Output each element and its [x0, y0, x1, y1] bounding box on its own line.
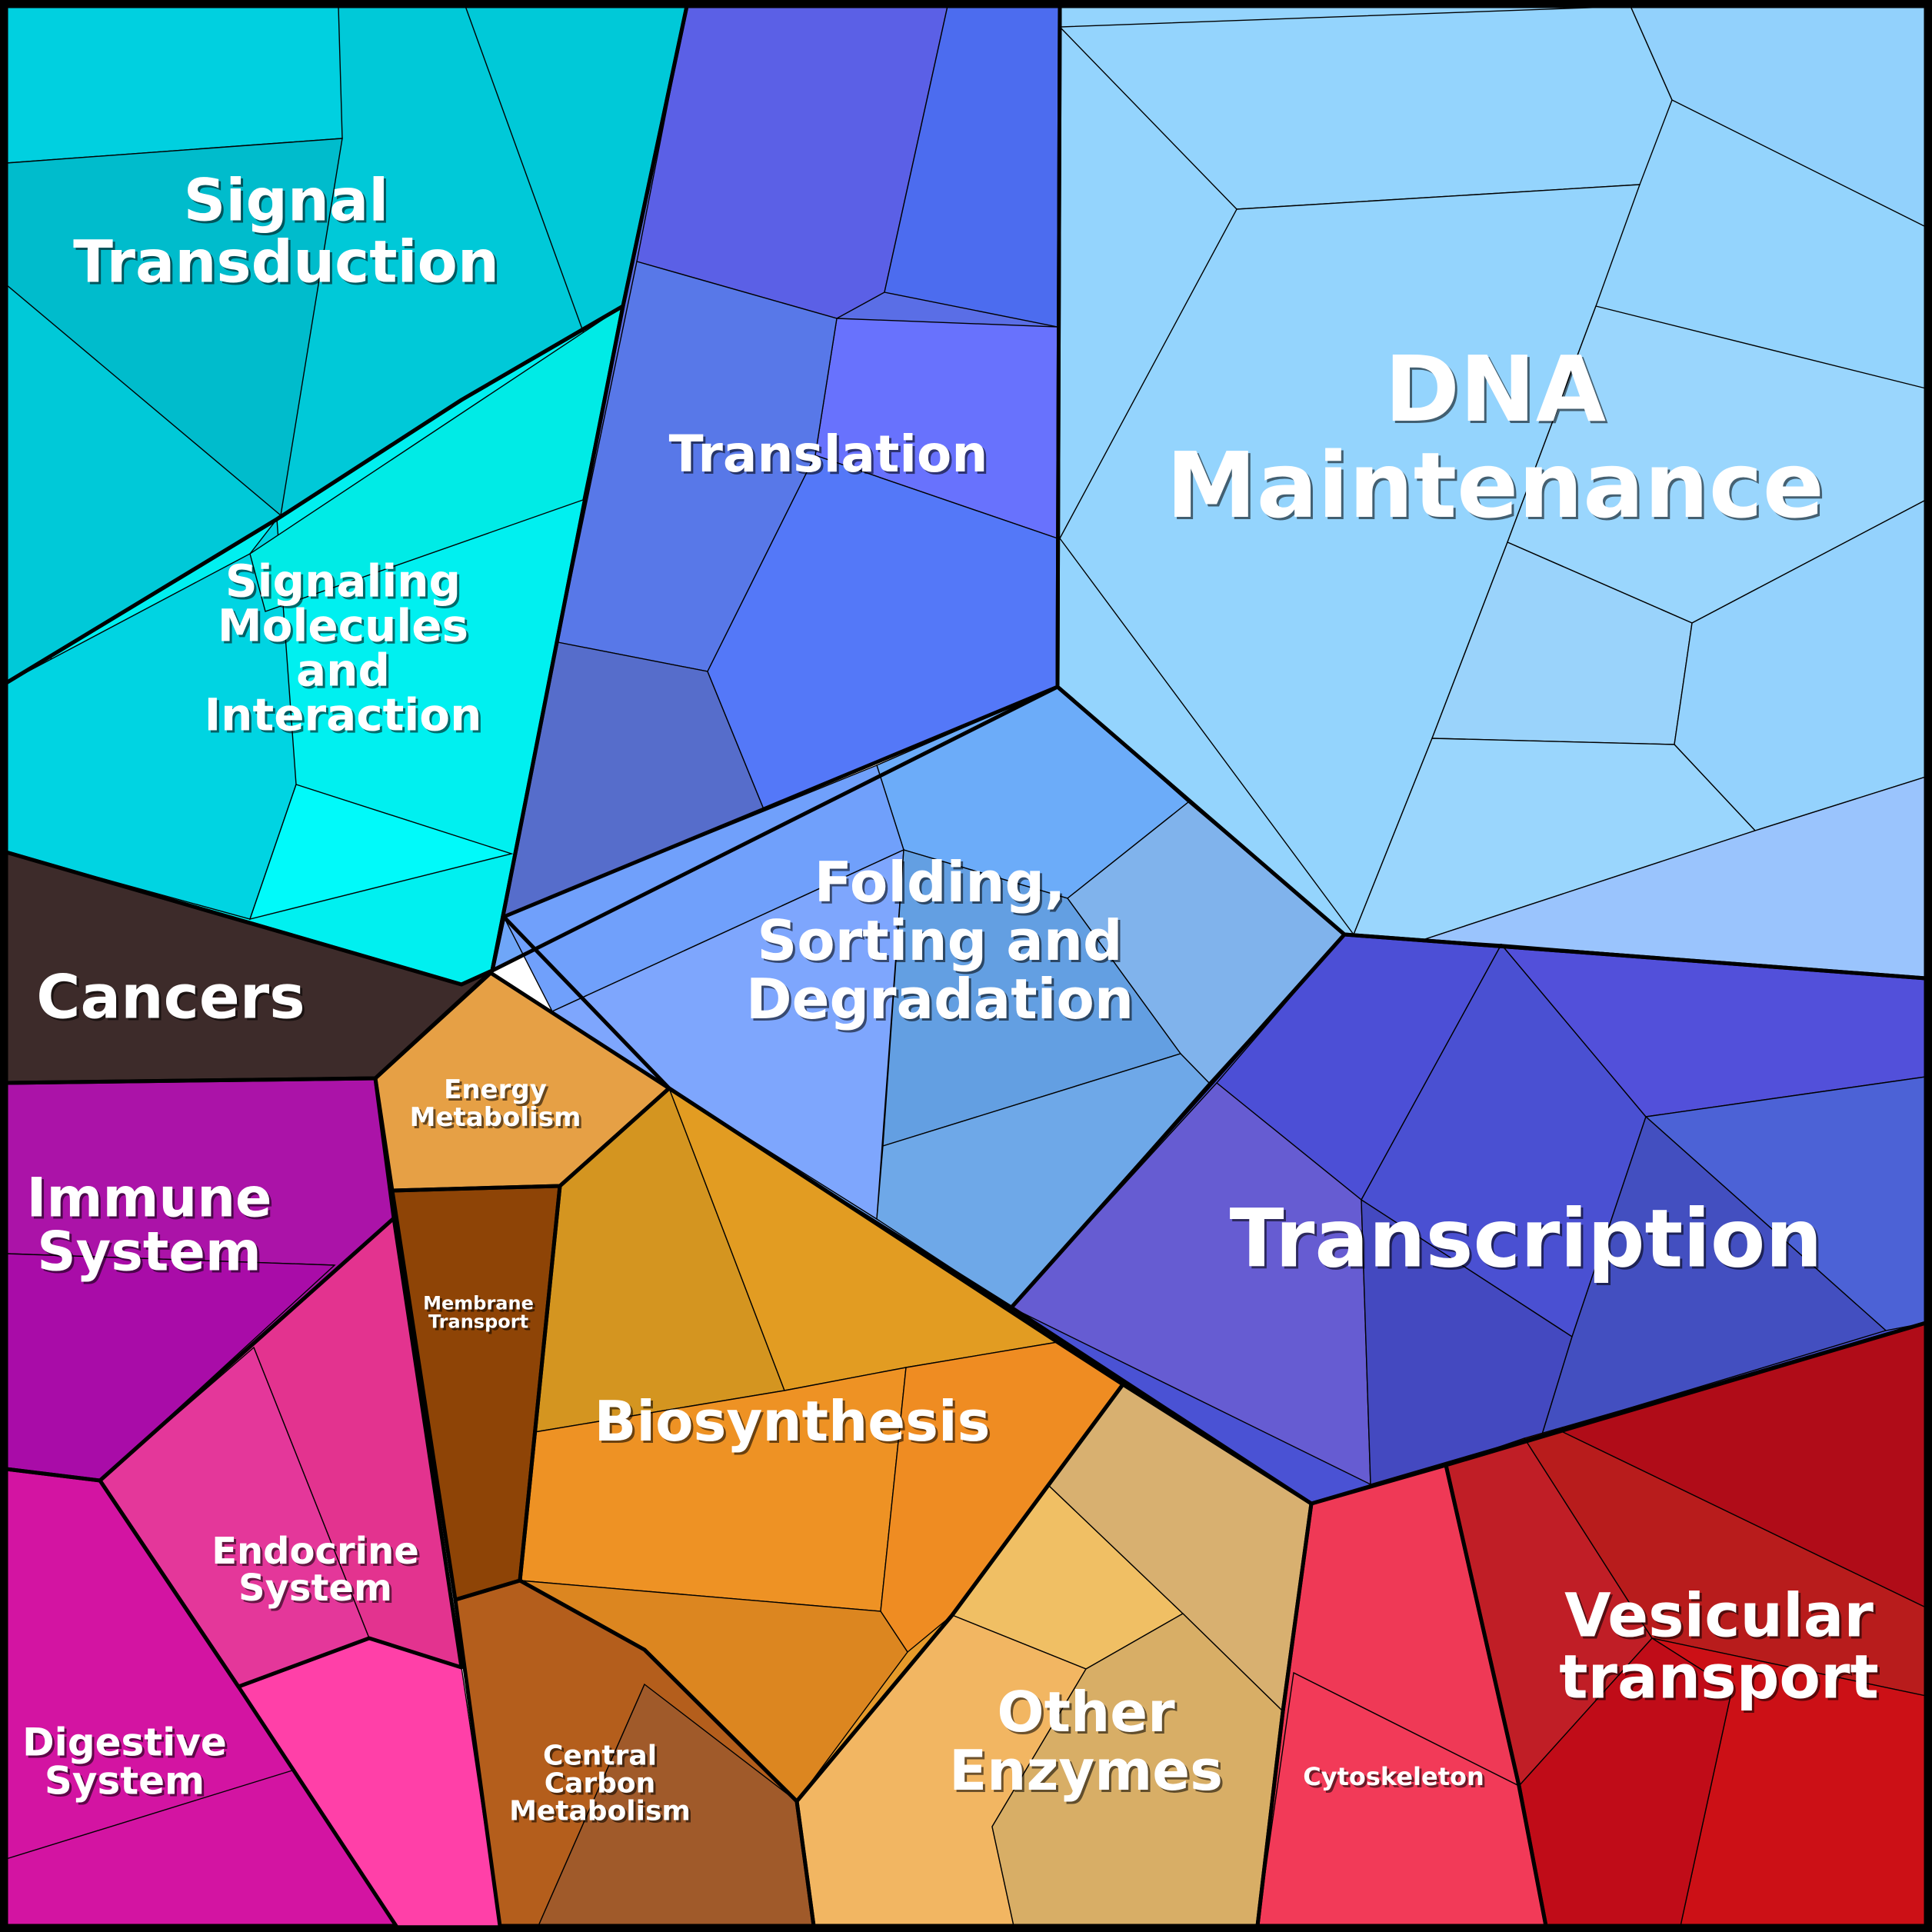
label-shadow-membrane-transport-0: Membrane: [425, 1294, 536, 1316]
label-line-dna-maintenance-0: DNA: [1384, 336, 1606, 442]
label-line-immune-1: System: [37, 1221, 261, 1284]
label-shadow-digestive-0: Digestive: [25, 1723, 229, 1767]
label-shadow-vesicular-1: transport: [1561, 1645, 1881, 1714]
label-shadow-folding-0: Folding,: [817, 852, 1068, 917]
label-line-digestive-1: System: [45, 1759, 205, 1804]
subcell-signal-transduction-0: [5, 5, 343, 164]
label-central-carbon: CentralCentralCarbonCarbonMetabolismMeta…: [509, 1740, 693, 1830]
label-line-vesicular-0: Vesicular: [1564, 1581, 1874, 1651]
label-shadow-translation-0: Translation: [671, 427, 991, 486]
label-line-signaling-molecules-3: Interaction: [205, 688, 482, 741]
label-shadow-membrane-transport-1: Transport: [431, 1313, 531, 1334]
border-endocrine: [98, 1216, 464, 1689]
label-line-central-carbon-2: Metabolism: [509, 1796, 691, 1827]
label-signaling-molecules: SignalingSignalingMoleculesMoleculesanda…: [205, 555, 485, 743]
label-line-folding-2: Degradation: [746, 967, 1134, 1031]
label-shadow-signaling-molecules-2: and: [298, 646, 392, 698]
subcell-divider-digestive-0: [5, 1770, 293, 1860]
cell-membrane-transport: [392, 1186, 560, 1600]
label-line-endocrine-0: Endocrine: [212, 1530, 419, 1573]
label-shadow-folding-1: Sorting and: [759, 911, 1124, 975]
label-line-energy-1: Metabolism: [410, 1102, 581, 1133]
label-line-signal-transduction-0: Signal: [184, 166, 389, 235]
label-shadow-signaling-molecules-3: Interaction: [207, 691, 485, 743]
label-line-folding-0: Folding,: [814, 850, 1066, 914]
cell-energy: [375, 973, 669, 1191]
label-shadow-digestive-1: System: [47, 1761, 207, 1806]
label-shadow-other-enzymes-0: Other: [999, 1682, 1178, 1747]
cell-digestive: [6, 1469, 396, 1926]
label-line-membrane-transport-1: Transport: [428, 1311, 528, 1332]
subcell-signaling-molecules-2: [248, 784, 514, 920]
label-shadow-cytoskeleton-0: Cytoskeleton: [1305, 1764, 1487, 1794]
label-shadow-cancers-0: Cancers: [38, 965, 307, 1034]
label-shadow-central-carbon-2: Metabolism: [511, 1798, 693, 1830]
label-line-membrane-transport-0: Membrane: [423, 1292, 534, 1314]
subcell-divider-signal-transduction-2: [465, 5, 589, 347]
label-shadow-signaling-molecules-1: Molecules: [220, 601, 471, 654]
subcell-dna-maintenance-0: [1058, 5, 1673, 210]
label-shadow-signal-transduction-0: Signal: [186, 168, 391, 237]
label-shadow-vesicular-0: Vesicular: [1567, 1584, 1876, 1653]
label-line-transcription-0: Transcription: [1230, 1191, 1823, 1285]
label-shadow-immune-1: System: [39, 1223, 264, 1286]
label-line-cytoskeleton-0: Cytoskeleton: [1303, 1762, 1484, 1791]
label-line-immune-0: Immune: [26, 1167, 271, 1230]
label-shadow-central-carbon-0: Central: [545, 1743, 659, 1774]
label-line-energy-0: Energy: [444, 1074, 547, 1105]
label-shadow-immune-0: Immune: [28, 1169, 274, 1232]
label-line-other-enzymes-1: Enzymes: [949, 1738, 1223, 1803]
label-line-vesicular-1: transport: [1559, 1643, 1879, 1712]
label-line-endocrine-1: System: [238, 1567, 392, 1610]
label-line-other-enzymes-0: Other: [997, 1680, 1175, 1744]
label-shadow-signaling-molecules-0: Signaling: [228, 557, 463, 609]
label-line-signaling-molecules-1: Molecules: [218, 599, 468, 651]
cell-cancers: [6, 852, 492, 1083]
label-shadow-dna-maintenance-0: DNA: [1387, 338, 1608, 445]
label-line-biosynthesis-0: Biosynthesis: [595, 1389, 991, 1454]
label-line-folding-1: Sorting and: [757, 908, 1122, 973]
label-line-signaling-molecules-2: and: [296, 644, 390, 696]
label-shadow-biosynthesis-0: Biosynthesis: [597, 1391, 993, 1456]
label-line-central-carbon-0: Central: [543, 1740, 657, 1772]
label-line-cancers-0: Cancers: [36, 963, 305, 1032]
label-shadow-central-carbon-1: Carbon: [547, 1770, 658, 1802]
label-shadow-dna-maintenance-1: Maintenance: [1168, 435, 1827, 541]
label-shadow-endocrine-1: System: [241, 1569, 395, 1612]
label-shadow-other-enzymes-1: Enzymes: [951, 1740, 1225, 1805]
label-shadow-signal-transduction-1: Transduction: [75, 230, 501, 298]
label-line-central-carbon-1: Carbon: [545, 1768, 656, 1800]
label-line-signal-transduction-1: Transduction: [73, 228, 499, 296]
label-line-translation-0: Translation: [669, 425, 988, 484]
label-shadow-endocrine-0: Endocrine: [214, 1532, 421, 1575]
label-line-dna-maintenance-1: Maintenance: [1166, 432, 1824, 538]
label-shadow-folding-2: Degradation: [748, 969, 1136, 1034]
label-line-digestive-0: Digestive: [22, 1720, 227, 1765]
label-line-signaling-molecules-0: Signaling: [225, 555, 461, 607]
label-shadow-energy-1: Metabolism: [412, 1104, 584, 1135]
label-shadow-transcription-0: Transcription: [1232, 1194, 1825, 1287]
label-shadow-energy-0: Energy: [446, 1077, 549, 1108]
